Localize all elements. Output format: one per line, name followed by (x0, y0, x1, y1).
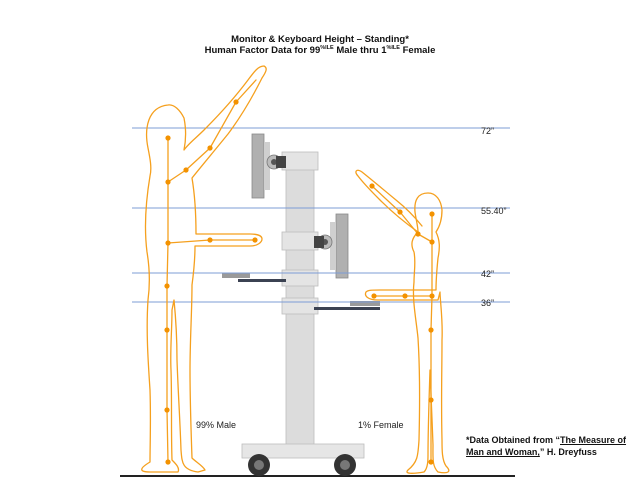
stand-base (241, 443, 365, 459)
upper-monitor (251, 133, 286, 199)
joint-marker-20 (369, 183, 375, 189)
joint-marker-3 (164, 283, 170, 289)
lower-tray-clamp (281, 297, 319, 315)
height-label-42: 42” (481, 269, 495, 279)
joint-marker-0 (165, 135, 171, 141)
joint-marker-2 (165, 240, 171, 246)
joint-marker-15 (428, 327, 434, 333)
joint-marker-7 (183, 167, 189, 173)
upper-monitor-arm (276, 156, 286, 168)
lower-monitor-back (330, 222, 336, 270)
joint-marker-10 (207, 237, 213, 243)
male-caption: 99% Male (196, 420, 237, 430)
upper-monitor-screen (251, 133, 265, 199)
lower-monitor-screen (335, 213, 349, 279)
joint-marker-19 (397, 209, 403, 215)
joint-marker-1 (165, 179, 171, 185)
subtitle-part-c: Female (399, 45, 436, 56)
title-line-1: Monitor & Keyboard Height – Standing* (231, 34, 409, 45)
female-raised-arm (355, 169, 423, 233)
female-figure (355, 169, 450, 474)
joint-marker-16 (428, 397, 434, 403)
joint-marker-9 (233, 99, 239, 105)
monitor-stand (241, 151, 365, 476)
lower-monitor (314, 213, 349, 279)
upper-tray-shelf (238, 279, 286, 282)
height-label-36: 36” (481, 298, 495, 308)
lower-keyboard-tray (314, 301, 380, 310)
subtitle-sup-1: %ILE (320, 45, 334, 51)
joint-marker-6 (165, 459, 171, 465)
male-skeleton (166, 79, 257, 463)
note-suffix: ” H. Dreyfuss (539, 447, 597, 457)
wheel-right-hub (340, 460, 350, 470)
subtitle-part-a: Human Factor Data for 99 (204, 45, 321, 56)
female-body-outline (364, 192, 450, 474)
female-caption: 1% Female (358, 420, 404, 430)
diagram-title: Monitor & Keyboard Height – Standing* (0, 34, 640, 45)
upper-monitor-back (264, 142, 270, 190)
joint-markers (164, 99, 435, 465)
upper-tray-clamp (281, 269, 319, 287)
lower-keyboard (350, 301, 380, 306)
lower-arm-clamp (281, 231, 319, 251)
joint-marker-21 (402, 293, 408, 299)
note-source-link[interactable]: The Measure of Man and Woman, (466, 435, 627, 457)
upper-arm-clamp (281, 151, 319, 171)
joint-marker-11 (252, 237, 258, 243)
joint-marker-4 (164, 327, 170, 333)
joint-marker-22 (371, 293, 377, 299)
joint-marker-14 (429, 293, 435, 299)
joint-marker-5 (164, 407, 170, 413)
note-prefix: *Data Obtained from “ (466, 435, 561, 445)
joint-marker-18 (415, 231, 421, 237)
male-body-outline (141, 65, 267, 473)
male-figure (141, 65, 267, 473)
subtitle-sup-2: %ILE (386, 45, 400, 51)
height-label-72: 72” (481, 126, 495, 136)
joint-marker-13 (429, 239, 435, 245)
upper-keyboard-tray (222, 273, 286, 282)
joint-marker-12 (429, 211, 435, 217)
height-label-55-40: 55.40” (481, 206, 507, 216)
wheel-left-hub (254, 460, 264, 470)
diagram-subtitle: Human Factor Data for 99%ILE Male thru 1… (0, 45, 640, 56)
lower-monitor-arm (314, 236, 324, 248)
subtitle-part-b: Male thru 1 (333, 45, 387, 56)
upper-keyboard (222, 273, 250, 278)
source-note: *Data Obtained from “The Measure of Man … (466, 434, 636, 458)
height-guides (132, 127, 510, 303)
joint-marker-8 (207, 145, 213, 151)
joint-marker-17 (428, 459, 434, 465)
lower-tray-shelf (314, 307, 380, 310)
